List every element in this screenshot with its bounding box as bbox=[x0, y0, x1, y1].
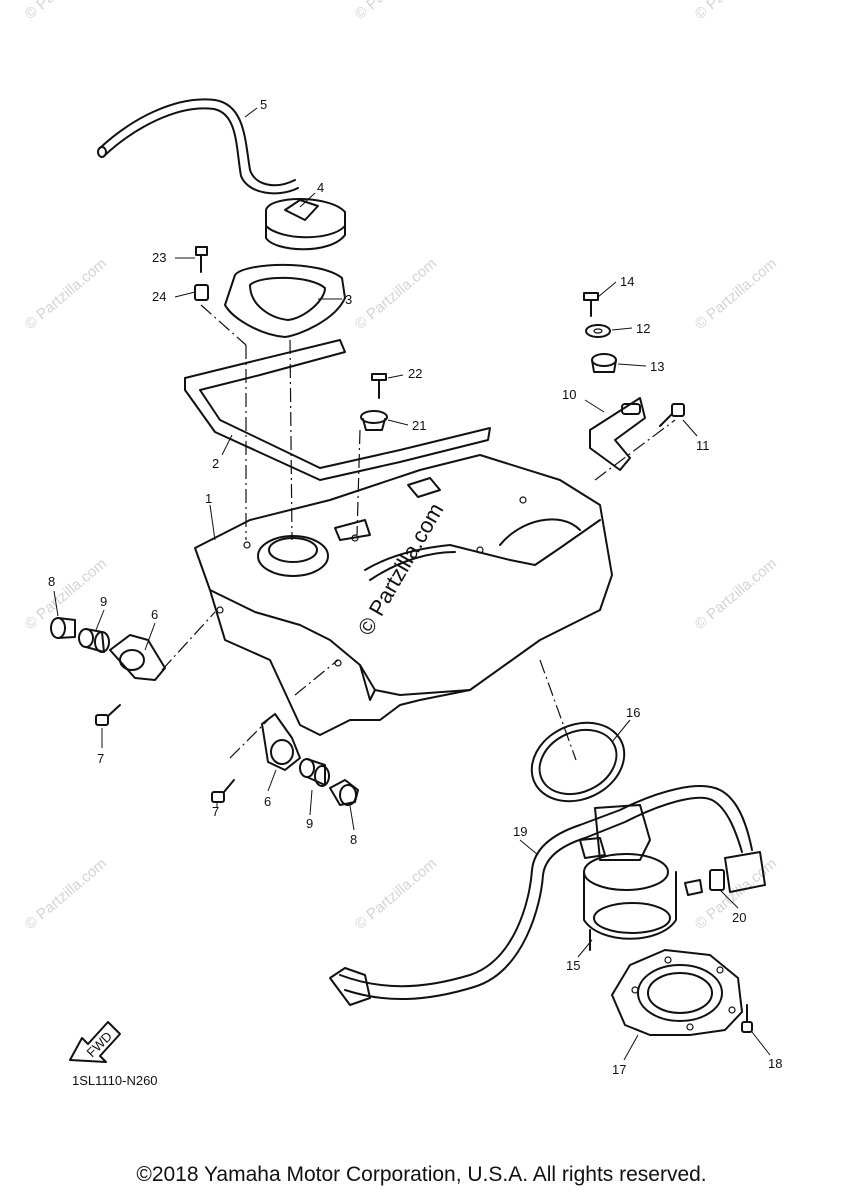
callout-22: 22 bbox=[408, 366, 422, 381]
callout-15: 15 bbox=[566, 958, 580, 973]
callout-9-left: 9 bbox=[100, 594, 107, 609]
part-collar-8-left bbox=[50, 617, 76, 639]
part-plate-17 bbox=[611, 949, 743, 1036]
part-cap-ring bbox=[224, 263, 346, 338]
part-damper-9-right bbox=[299, 758, 330, 787]
part-bracket-6-right bbox=[261, 713, 301, 771]
part-bracket-6-left bbox=[109, 634, 166, 681]
assembly-lines bbox=[161, 304, 676, 761]
fwd-arrow-icon: FWD bbox=[69, 1021, 121, 1063]
part-collar-24 bbox=[194, 284, 209, 301]
callout-9-right: 9 bbox=[306, 816, 313, 831]
callout-1: 1 bbox=[205, 491, 212, 506]
watermark-group: © Partzilla.com © Partzilla.com © Partzi… bbox=[22, 0, 780, 933]
callout-14: 14 bbox=[620, 274, 634, 289]
callout-7-right: 7 bbox=[212, 804, 219, 819]
callout-23: 23 bbox=[152, 250, 166, 265]
part-bolt-11 bbox=[659, 403, 685, 427]
part-breather-hose bbox=[97, 98, 299, 195]
callout-20: 20 bbox=[732, 910, 746, 925]
callout-19: 19 bbox=[513, 824, 527, 839]
part-bolt-7-right bbox=[211, 779, 235, 803]
callout-8-left: 8 bbox=[48, 574, 55, 589]
callout-10: 10 bbox=[562, 387, 576, 402]
callout-11: 11 bbox=[696, 438, 710, 453]
part-fuel-hose bbox=[329, 785, 753, 1006]
part-seal-strip bbox=[184, 339, 491, 481]
part-bolt-7-left bbox=[95, 704, 121, 726]
callout-13: 13 bbox=[650, 359, 664, 374]
part-damper-13 bbox=[591, 353, 617, 373]
part-grommet-21 bbox=[360, 410, 388, 431]
callout-21: 21 bbox=[412, 418, 426, 433]
callout-5: 5 bbox=[260, 97, 267, 112]
callout-leaders bbox=[53, 107, 771, 1061]
watermark: © Partzilla.com bbox=[22, 855, 110, 933]
part-connector-20 bbox=[709, 851, 766, 893]
callout-6-left: 6 bbox=[151, 607, 158, 622]
watermark: © Partzilla.com bbox=[692, 0, 780, 23]
watermark: © Partzilla.com bbox=[22, 555, 110, 633]
part-bracket-10 bbox=[589, 397, 646, 471]
watermark: © Partzilla.com bbox=[692, 255, 780, 333]
part-fuel-cap bbox=[265, 198, 346, 251]
callout-4: 4 bbox=[317, 180, 324, 195]
callout-8-right: 8 bbox=[350, 832, 357, 847]
part-collar-8-right bbox=[329, 779, 359, 806]
watermark: © Partzilla.com bbox=[352, 255, 440, 333]
part-bolt-18 bbox=[741, 1004, 753, 1033]
callout-7-left: 7 bbox=[97, 751, 104, 766]
callout-labels: 1 2 3 4 5 6 6 7 7 8 8 9 9 10 11 12 13 14… bbox=[48, 97, 782, 1077]
part-damper-9-left bbox=[78, 628, 110, 653]
part-screw-22 bbox=[371, 373, 387, 399]
part-gasket-16 bbox=[530, 721, 626, 803]
part-fuel-tank bbox=[194, 454, 613, 736]
callout-6-right: 6 bbox=[264, 794, 271, 809]
diagram-code: 1SL1110-N260 bbox=[72, 1073, 158, 1088]
callout-3: 3 bbox=[345, 292, 352, 307]
part-washer-12 bbox=[585, 324, 611, 338]
copyright-notice: ©2018 Yamaha Motor Corporation, U.S.A. A… bbox=[136, 1163, 707, 1186]
callout-12: 12 bbox=[636, 321, 650, 336]
part-fuel-pump bbox=[579, 804, 703, 951]
watermark: © Partzilla.com bbox=[22, 255, 110, 333]
callout-2: 2 bbox=[212, 456, 219, 471]
part-bolt-23 bbox=[195, 246, 208, 273]
watermark: © Partzilla.com bbox=[352, 0, 440, 23]
watermark: © Partzilla.com bbox=[692, 555, 780, 633]
watermark: © Partzilla.com bbox=[22, 0, 110, 23]
part-bolt-14 bbox=[583, 292, 599, 317]
callout-18: 18 bbox=[768, 1056, 782, 1071]
callout-17: 17 bbox=[612, 1062, 626, 1077]
callout-16: 16 bbox=[626, 705, 640, 720]
callout-24: 24 bbox=[152, 289, 166, 304]
watermark: © Partzilla.com bbox=[352, 855, 440, 933]
